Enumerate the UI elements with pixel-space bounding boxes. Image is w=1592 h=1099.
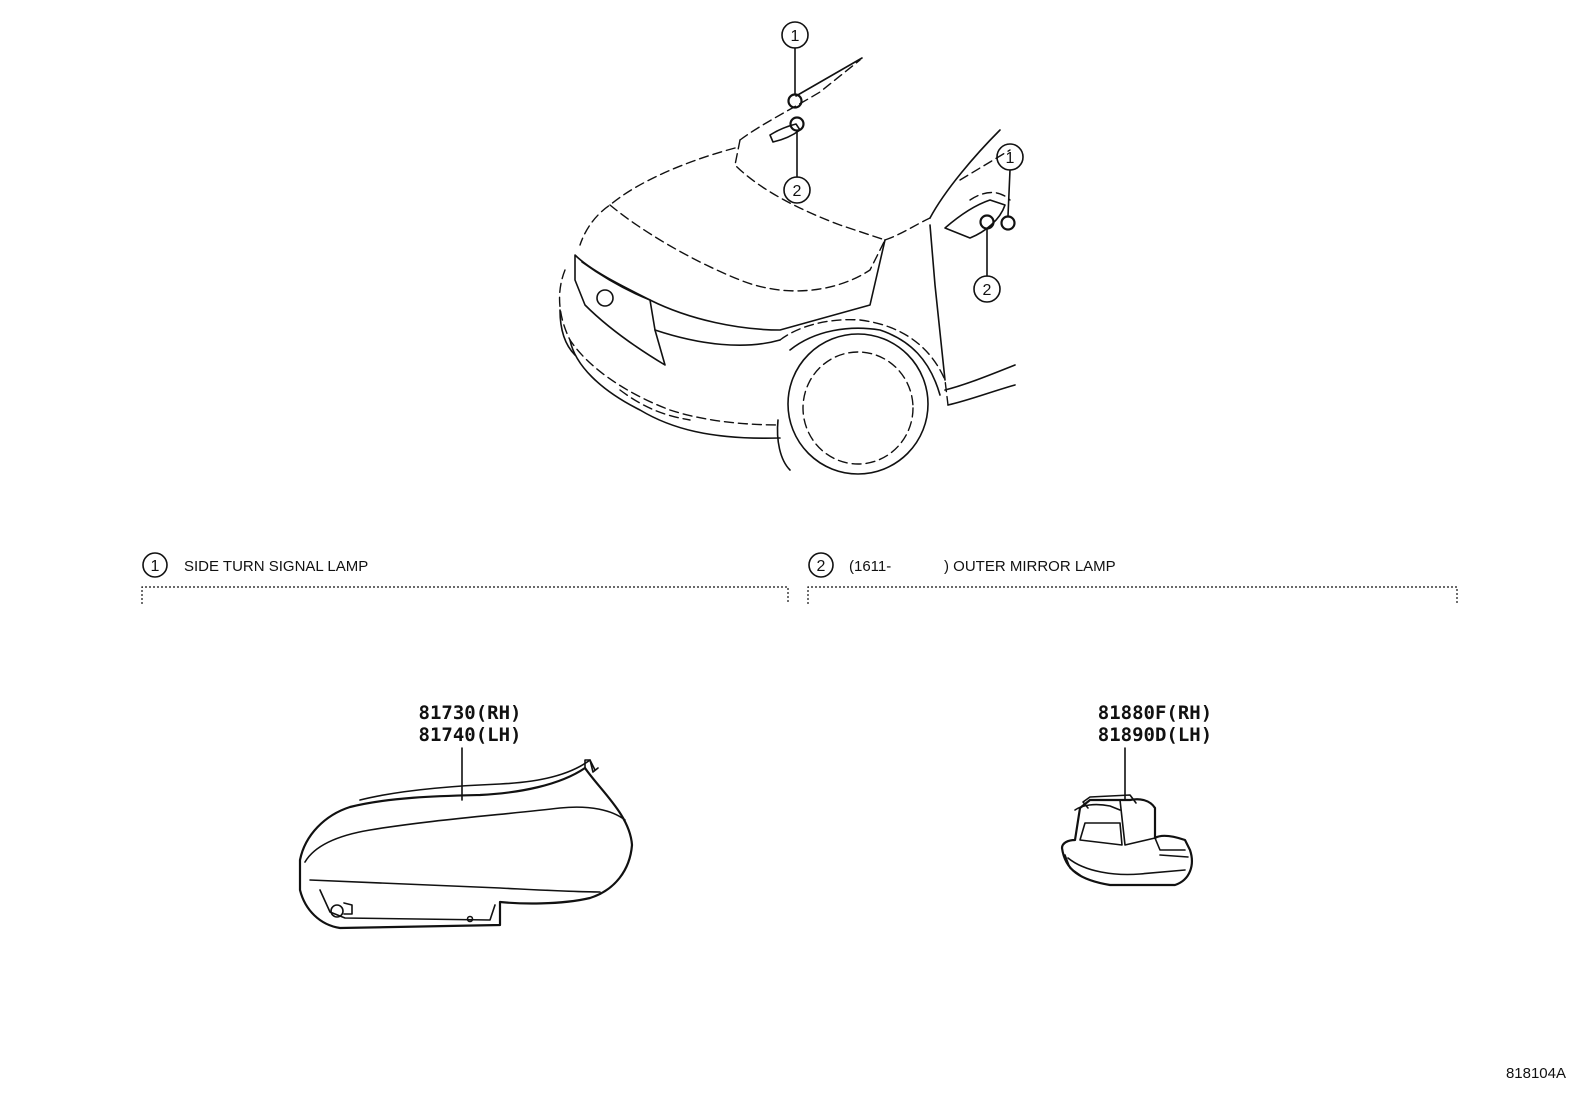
section-side-turn-signal-lamp: 1 SIDE TURN SIGNAL LAMP 81730(RH) 81740(… (141, 552, 789, 930)
side-turn-signal-lamp-illustration (298, 759, 634, 930)
part-number-81890d-lh: 81890D(LH) (1098, 724, 1212, 746)
section-1-callout (142, 552, 168, 578)
diagram-reference-number: 818104A (1506, 1065, 1566, 1082)
section-2-callout (808, 552, 834, 578)
callout-1-top (781, 21, 809, 49)
callout-1-top-label: 1 (791, 28, 800, 45)
section-outer-mirror-lamp: 2 (1611- ) OUTER MIRROR LAMP 81880F(RH) … (807, 552, 1458, 887)
section-2-title: ) OUTER MIRROR LAMP (944, 558, 1116, 575)
section-1-title: SIDE TURN SIGNAL LAMP (184, 558, 368, 575)
part-number-81730-rh: 81730(RH) (419, 702, 522, 724)
part-number-81880f-rh: 81880F(RH) (1098, 702, 1212, 724)
section-1-bracket (141, 586, 789, 604)
vehicle-front-illustration (558, 57, 1016, 475)
callout-markers: 1 2 1 2 (781, 21, 1024, 303)
part-number-81740-lh: 81740(LH) (419, 724, 522, 746)
section-2-number: 2 (817, 558, 826, 575)
callout-2-top (783, 176, 811, 204)
callout-1-right (996, 143, 1024, 171)
section-2-bracket (807, 586, 1458, 604)
outer-mirror-lamp-illustration (1060, 794, 1193, 887)
callout-1-right-label: 1 (1006, 150, 1015, 167)
section-2-date-prefix: (1611- (849, 558, 891, 575)
callout-2-right (973, 275, 1001, 303)
section-1-number: 1 (151, 558, 160, 575)
callout-2-right-label: 2 (983, 282, 992, 299)
callout-2-top-label: 2 (793, 183, 802, 200)
